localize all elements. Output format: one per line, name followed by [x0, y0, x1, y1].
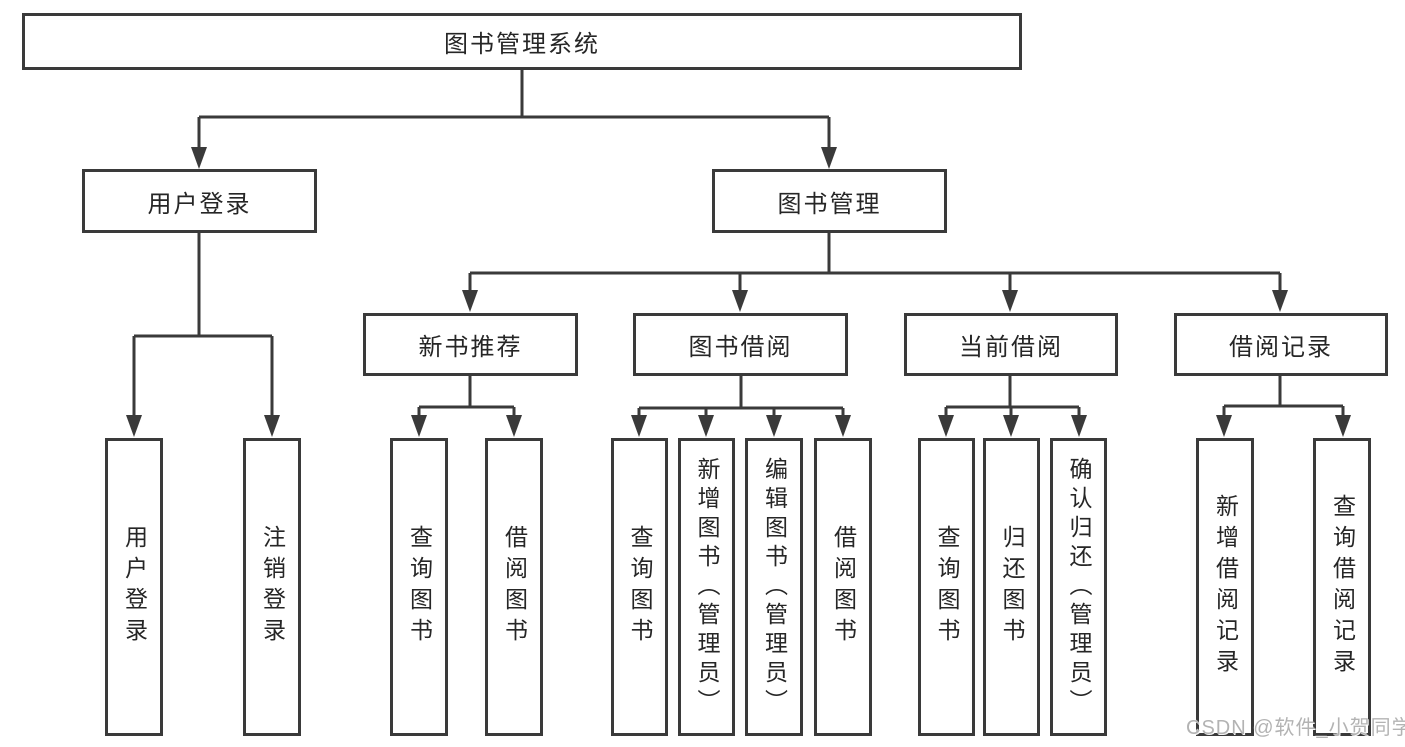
- node-root-system: 图书管理系统: [22, 13, 1022, 70]
- leaf-current-return-books: 归还图书: [983, 438, 1040, 736]
- node-book-borrow: 图书借阅: [633, 313, 848, 376]
- node-book-management: 图书管理: [712, 169, 947, 233]
- leaf-user-login: 用户登录: [105, 438, 163, 736]
- leaf-borrow-edit-books-admin: 编辑图书（管理员）: [745, 438, 803, 736]
- csdn-watermark: CSDN @软件_小贺同学: [1186, 717, 1405, 739]
- leaf-borrow-borrow-books: 借阅图书: [814, 438, 872, 736]
- leaf-logout: 注销登录: [243, 438, 301, 736]
- node-current-borrow: 当前借阅: [904, 313, 1118, 376]
- leaf-current-query-books: 查询图书: [918, 438, 975, 736]
- node-new-book-recommend: 新书推荐: [363, 313, 578, 376]
- leaf-newbook-borrow-books: 借阅图书: [485, 438, 543, 736]
- leaf-borrow-add-books-admin: 新增图书（管理员）: [678, 438, 735, 736]
- leaf-record-add-borrow-record: 新增借阅记录: [1196, 438, 1254, 736]
- leaf-record-query-borrow-record: 查询借阅记录: [1313, 438, 1371, 736]
- node-borrow-record: 借阅记录: [1174, 313, 1388, 376]
- leaf-current-confirm-return-admin: 确认归还（管理员）: [1050, 438, 1107, 736]
- leaf-borrow-query-books: 查询图书: [611, 438, 668, 736]
- leaf-newbook-query-books: 查询图书: [390, 438, 448, 736]
- node-user-login: 用户登录: [82, 169, 317, 233]
